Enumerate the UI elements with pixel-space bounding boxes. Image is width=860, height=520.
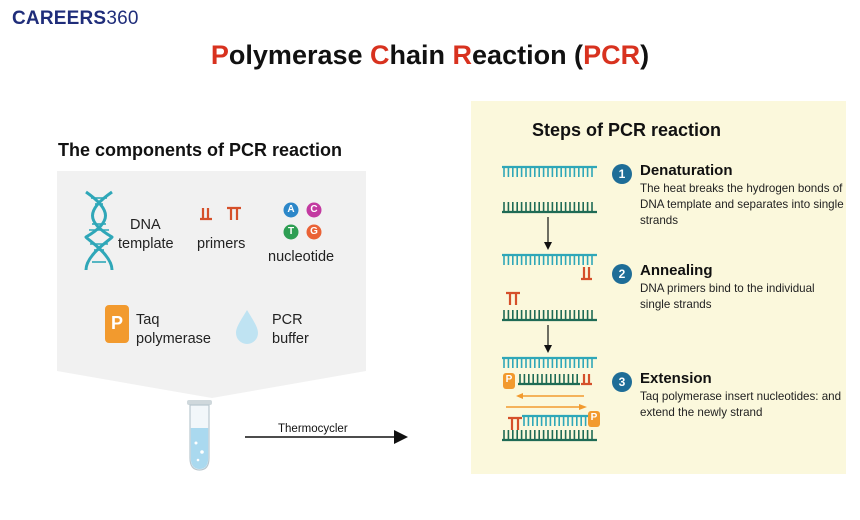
step-2-number: 2	[612, 264, 632, 284]
dna-template-label-line2: template	[118, 236, 174, 252]
step-2-desc: DNA primers bind to the individual singl…	[640, 282, 815, 311]
dna-strands	[502, 165, 597, 442]
buffer-droplet-icon	[236, 310, 258, 344]
step-arrow-2-head	[544, 345, 552, 353]
extension-taq-letter-bottom: P	[590, 412, 598, 423]
extension-taq-letter-top: P	[505, 374, 513, 385]
primers-label: primers	[197, 236, 246, 252]
annealing-top-strand	[502, 253, 597, 265]
page-title: Polymerase Chain Reaction (PCR)	[210, 40, 650, 70]
annealing-primer-top	[581, 267, 592, 281]
nucleotide-label: nucleotide	[268, 249, 335, 265]
taq-label-line1: Taq	[136, 312, 160, 328]
brand-name: CAREERS	[12, 8, 107, 29]
step-2-title: Annealing	[640, 262, 713, 279]
extension-top-new	[518, 374, 580, 386]
steps-panel	[471, 101, 846, 474]
taq-letter: P	[110, 313, 123, 333]
nucleotide-icons	[283, 202, 322, 240]
taq-polymerase-icon	[105, 305, 129, 343]
extension-bottom-template	[502, 430, 597, 442]
annealing-bottom-strand	[502, 310, 597, 322]
taq-label-line2: polymerase	[136, 331, 211, 347]
base-t-letter: T	[287, 226, 295, 237]
step-3-desc: Taq polymerase insert nucleotides: and e…	[640, 390, 842, 419]
base-a-letter: A	[287, 204, 295, 215]
thermocycler-arrow	[245, 430, 408, 444]
dna-helix-icon	[84, 190, 114, 271]
base-g-letter: G	[310, 226, 318, 237]
step-1-desc: The heat breaks the hydrogen bonds of DN…	[640, 182, 844, 227]
base-c-icon	[306, 202, 322, 218]
components-heading: The components of PCR reaction	[58, 140, 343, 160]
extension-direction-arrows	[506, 395, 584, 408]
step-3-title: Extension	[640, 370, 712, 387]
extension-taq-tag-top	[503, 373, 515, 389]
steps-heading: Steps of PCR reaction	[532, 120, 722, 140]
extension-taq-tag-bottom	[588, 411, 600, 427]
extension-primer-top	[581, 374, 592, 386]
brand-logo: CAREERS360	[12, 8, 139, 30]
base-a-icon	[283, 202, 299, 218]
base-g-icon	[306, 224, 322, 240]
step-1-number: 1	[612, 164, 632, 184]
dna-template-label: DNA	[130, 217, 161, 233]
annealing-primer-bottom	[506, 291, 520, 305]
thermocycler-label: Thermocycler	[278, 423, 348, 435]
buffer-label-line2: buffer	[272, 331, 309, 347]
brand-number: 360	[106, 8, 139, 29]
step-1-title: Denaturation	[640, 162, 733, 179]
step-3-number: 3	[612, 372, 632, 392]
test-tube-icon	[187, 400, 212, 471]
base-c-letter: C	[310, 204, 318, 215]
extension-bottom-new	[522, 414, 597, 426]
denaturation-bottom-strand	[502, 202, 597, 214]
base-t-icon	[283, 224, 299, 240]
primers-icon	[200, 206, 241, 221]
extension-primer-bottom	[508, 416, 522, 430]
denaturation-top-strand	[502, 165, 597, 177]
step-arrow-1-head	[544, 242, 552, 250]
buffer-label-line1: PCR	[272, 312, 303, 328]
funnel-shape	[57, 371, 366, 398]
extension-top-template	[502, 356, 597, 368]
